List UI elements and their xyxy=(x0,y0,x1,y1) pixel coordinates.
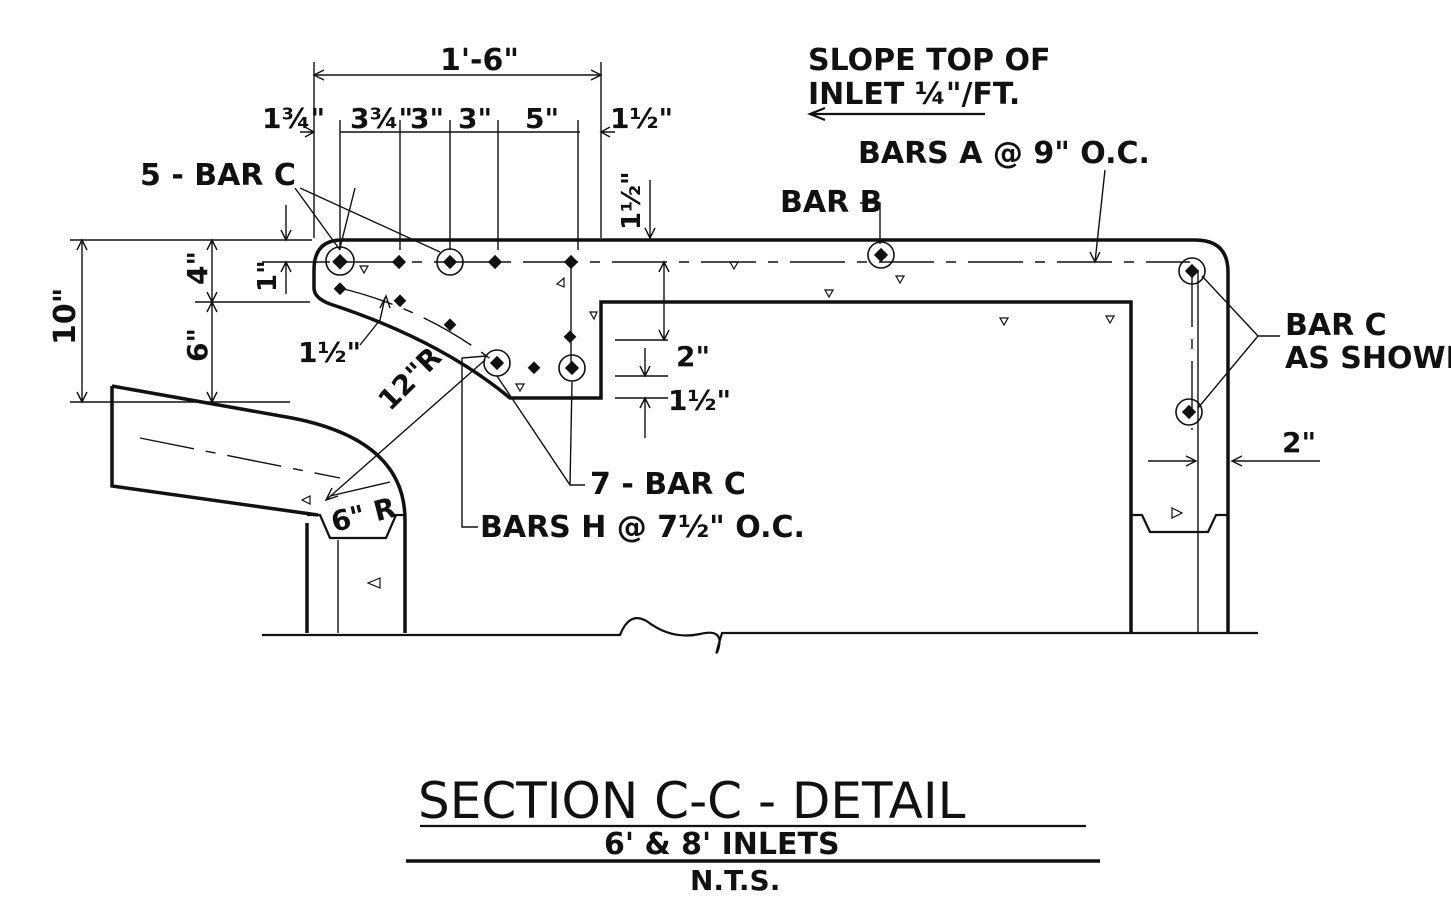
dim-overall-line xyxy=(313,62,602,238)
bar-dot xyxy=(563,254,579,270)
bar-dot xyxy=(873,247,889,263)
bar-b-note: BAR B xyxy=(780,185,883,220)
bar-dot xyxy=(487,254,503,270)
aggregate-mark xyxy=(555,276,565,288)
leader-bars-a xyxy=(1089,169,1106,264)
bars-a-note: BARS A @ 9" O.C. xyxy=(858,136,1150,171)
dimension-lines xyxy=(70,62,1320,467)
dim-lip-cover-label: 1½" xyxy=(668,384,731,417)
dim-lip-height-label: 2" xyxy=(676,340,710,373)
leader-7-bar-c xyxy=(496,375,585,486)
leader-5-bar-c xyxy=(294,187,441,253)
bar-c-note-line1: BAR C xyxy=(1285,308,1387,343)
slab-outline xyxy=(312,238,1230,633)
dim-spacing-2-label: 3" xyxy=(410,102,444,135)
dim-bar-offset xyxy=(262,205,330,294)
leader-bar-b xyxy=(860,202,881,244)
dim-upper-lower xyxy=(195,238,310,404)
bar-circle xyxy=(1175,398,1203,426)
bar-c-note-line2: AS SHOWN xyxy=(1285,341,1451,376)
scale-note: N.T.S. xyxy=(690,864,780,897)
dim-top-cover-vert xyxy=(644,180,656,240)
dim-spacing-line xyxy=(339,120,580,250)
leader-12r xyxy=(324,359,486,502)
leader-6r xyxy=(329,481,391,497)
aggregate-mark xyxy=(300,495,311,505)
aggregate-mark xyxy=(998,317,1010,327)
dim-spacing-1-label: 3¾" xyxy=(350,102,413,135)
aggregate-marks xyxy=(300,261,1184,589)
bar-dot xyxy=(442,254,458,270)
break-line xyxy=(262,617,1258,654)
dim-overall-label: 1'-6" xyxy=(440,43,519,78)
dim-wall xyxy=(1148,455,1320,467)
dim-lip xyxy=(615,260,670,438)
dim-lower-height-label: 6" xyxy=(181,328,214,362)
aggregate-mark xyxy=(366,577,381,589)
bar-circle xyxy=(867,241,895,269)
dim-spacing-4-label: 5" xyxy=(525,102,559,135)
dim-wall-label: 2" xyxy=(1282,426,1316,459)
dim-overall-arrows xyxy=(312,69,603,81)
callout-notes: SLOPE TOP OF INLET ¼"/FT. BARS A @ 9" O.… xyxy=(140,43,1451,545)
leader-bars-h xyxy=(461,355,487,528)
aggregate-mark xyxy=(588,311,598,321)
dim-right-cover xyxy=(599,126,615,138)
bar-dot xyxy=(1181,404,1197,420)
title-block: SECTION C-C - DETAIL 6' & 8' INLETS N.T.… xyxy=(406,772,1100,897)
circled-bars xyxy=(325,241,1206,426)
dim-left-cover xyxy=(300,126,316,138)
bar-dot xyxy=(489,355,505,371)
left-keyway xyxy=(307,513,405,540)
bar-dot xyxy=(564,360,580,376)
leader-bar-c-right xyxy=(1197,275,1280,409)
aggregate-mark xyxy=(358,265,370,275)
bar-dot xyxy=(391,254,407,270)
leader-lines xyxy=(294,169,1280,528)
reinforcement-lines xyxy=(339,261,1193,430)
right-keyway xyxy=(1131,513,1228,534)
aggregate-mark xyxy=(514,383,526,393)
bar-dot xyxy=(332,253,348,270)
aggregate-mark xyxy=(1104,315,1116,325)
slope-note-line1: SLOPE TOP OF xyxy=(808,43,1050,78)
dim-upper-height-label: 4" xyxy=(181,251,214,285)
dim-bar-offset-label: 1" xyxy=(253,260,283,292)
leader-curve-cover xyxy=(359,294,391,346)
dim-curve-radius-label: 12"R xyxy=(372,340,448,416)
bar-circle xyxy=(558,354,586,382)
dim-total-height xyxy=(70,238,312,404)
bar-circle xyxy=(1178,257,1206,285)
drawing-title: SECTION C-C - DETAIL xyxy=(418,772,966,830)
dim-total-height-label: 10" xyxy=(48,288,83,345)
slope-note-line2: INLET ¼"/FT. xyxy=(808,77,1020,112)
bar-dot xyxy=(527,361,541,375)
bar-dot xyxy=(563,330,577,344)
dim-top-cover-vert-label: 1½" xyxy=(617,171,647,230)
slope-arrow xyxy=(807,106,985,122)
dimension-labels: 1'-6" 1¾" 3¾" 3" 3" 5" 1½" 1½" 10" 4" 6"… xyxy=(48,43,1316,539)
dim-curve-cover-label: 1½" xyxy=(298,336,361,369)
dim-right-cover-label: 1½" xyxy=(610,102,673,135)
drawing-subtitle: 6' & 8' INLETS xyxy=(604,827,840,862)
dim-left-cover-label: 1¾" xyxy=(262,102,325,135)
bar-dot xyxy=(443,318,457,332)
bars-h-note: BARS H @ 7½" O.C. xyxy=(480,510,805,545)
bar-dot xyxy=(393,294,407,308)
five-bar-c-note: 5 - BAR C xyxy=(140,158,296,193)
dim-spacing-3-label: 3" xyxy=(458,102,492,135)
aggregate-mark xyxy=(1171,507,1184,519)
bar-dot xyxy=(1184,263,1200,279)
aggregate-mark xyxy=(823,289,835,299)
bars-h-line xyxy=(339,287,499,366)
aggregate-mark xyxy=(894,275,906,285)
throat-centerline xyxy=(139,437,341,479)
aggregate-mark xyxy=(728,261,740,271)
seven-bar-c-note: 7 - BAR C xyxy=(590,467,746,502)
bar-dot xyxy=(333,282,347,296)
